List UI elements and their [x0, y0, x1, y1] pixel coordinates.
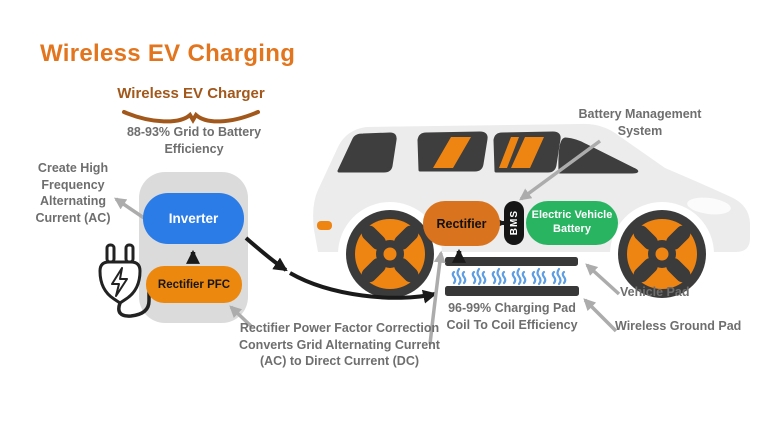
- grid-efficiency-note: 88-93% Grid to Battery Efficiency: [126, 125, 262, 156]
- inverter-to-groundpad-arrow-1: [244, 236, 288, 272]
- windshield: [558, 137, 639, 174]
- inverter-to-groundpad-arrow-2: [289, 271, 438, 304]
- bms-note-arrow: [519, 139, 602, 201]
- vehicle-pad: [445, 257, 578, 266]
- bms-note: Battery Management System: [578, 107, 702, 138]
- charger-heading: Wireless EV Charger: [117, 85, 265, 102]
- heading-swash-underline: [122, 110, 260, 124]
- vehicle-pad-arrow: [585, 263, 621, 296]
- energy-wave-icons: [451, 267, 567, 286]
- rectifier-pfc-block: Rectifier PFC: [146, 266, 242, 303]
- bms-block: BMS: [504, 201, 524, 245]
- ground-pad-label: Wireless Ground Pad: [615, 319, 742, 333]
- rear-door-window: [417, 131, 488, 172]
- front-door-window: [493, 131, 561, 173]
- wireless-ground-pad: [445, 286, 579, 296]
- ground-pad-arrow: [583, 298, 618, 333]
- ev-battery-block: Electric Vehicle Battery: [526, 201, 618, 245]
- hf-ac-note: Create High Frequency Alternating Curren…: [35, 161, 111, 225]
- coil-efficiency-note: 96-99% Charging Pad Coil To Coil Efficie…: [446, 301, 578, 332]
- pfc-conversion-note: Rectifier Power Factor Correction Conver…: [239, 321, 440, 368]
- headlight: [687, 197, 731, 215]
- bms-block-label: BMS: [508, 210, 520, 236]
- page-title: Wireless EV Charging: [40, 40, 296, 67]
- front-window-stripe-narrow: [499, 137, 519, 168]
- rear-quarter-window: [337, 132, 397, 173]
- front-window-stripe-wide: [511, 137, 544, 168]
- vehicle-pad-label: Vehicle Pad: [620, 285, 690, 299]
- lightning-bolt-icon: [111, 267, 128, 297]
- rear-wheel: [346, 210, 434, 298]
- vehicle-rectifier-block: Rectifier: [423, 201, 500, 246]
- inverter-block: Inverter: [143, 193, 244, 244]
- tail-light: [317, 221, 332, 230]
- rear-window-stripe: [433, 137, 471, 168]
